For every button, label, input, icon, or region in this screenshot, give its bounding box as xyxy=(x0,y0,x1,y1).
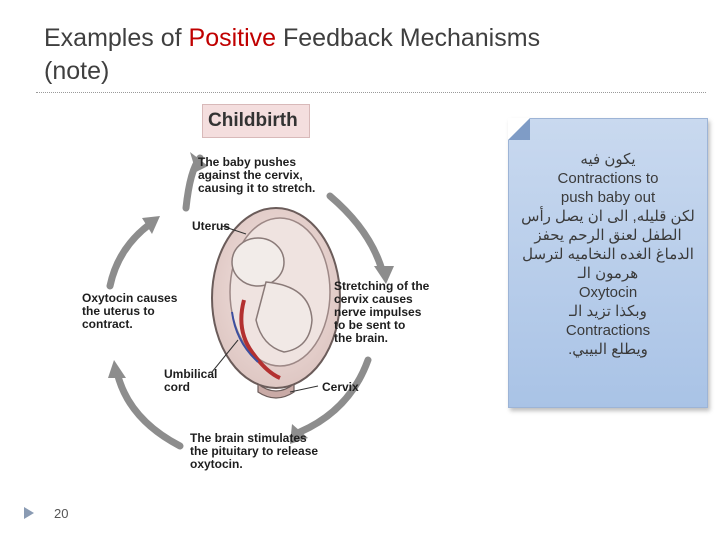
label-uterus: Uterus xyxy=(192,219,231,233)
note-line: هرمون الـ xyxy=(577,265,639,282)
note-line: الدماغ الغده النخاميه لترسل xyxy=(522,246,694,263)
arrow-right xyxy=(326,192,386,274)
sticky-note xyxy=(508,118,708,408)
page-number: 20 xyxy=(54,506,69,521)
title-part2: Feedback Mechanisms xyxy=(276,24,541,52)
slide-title: Examples of Positive Feedback Mechanisms… xyxy=(44,22,664,88)
label-baby-pushes: The baby pushes against the cervix, caus… xyxy=(198,155,316,195)
childbirth-heading-box xyxy=(202,104,310,138)
cord-vessel xyxy=(231,311,259,363)
childbirth-heading: Childbirth xyxy=(208,110,298,131)
sticky-note-fold xyxy=(508,118,530,140)
arrowhead-right xyxy=(374,266,394,284)
arrowhead-top xyxy=(190,152,208,172)
note-line: push baby out xyxy=(560,189,656,206)
arrowhead-left xyxy=(108,360,126,378)
pointer-umbilical xyxy=(211,339,239,373)
label-oxytocin: Oxytocin causes the uterus to contract. xyxy=(82,291,178,331)
footer-arrow-icon xyxy=(24,507,34,519)
note-line: Contractions xyxy=(565,322,651,339)
title-part1: Examples of xyxy=(44,24,189,52)
pointer-uterus xyxy=(221,225,247,235)
arrowhead-bottom xyxy=(290,424,308,444)
arrowhead-left-lower xyxy=(142,216,160,234)
note-line: الطفل لعنق الرحم يحفز xyxy=(534,227,682,244)
title-note: (note) xyxy=(44,57,110,85)
sticky-note-text: يكون فيه Contractions to push baby out ل… xyxy=(512,150,704,359)
note-line: يكون فيه xyxy=(580,151,636,168)
pointer-cervix xyxy=(289,385,319,393)
note-line: Contractions to xyxy=(557,170,659,187)
title-divider xyxy=(36,92,706,93)
note-line: لكن قليله, الى ان يصل رأس xyxy=(521,208,695,225)
arrow-bottom xyxy=(296,356,372,436)
baby-head xyxy=(231,237,285,287)
title-highlight: Positive xyxy=(188,24,277,52)
note-line: وبكذا تزيد الـ xyxy=(569,303,647,320)
note-line: ويطلع البيبي. xyxy=(568,341,648,358)
label-cervix: Cervix xyxy=(322,380,359,394)
label-brain: The brain stimulates the pituitary to re… xyxy=(190,431,319,471)
label-umbilical: Umbilical cord xyxy=(164,367,218,394)
arrow-left xyxy=(114,372,184,450)
umbilical-cord xyxy=(239,299,281,380)
cervix-shape xyxy=(257,382,295,399)
womb-illustration xyxy=(211,207,341,399)
label-stretching: Stretching of the cervix causes nerve im… xyxy=(334,279,430,345)
arrow-left-lower xyxy=(106,220,154,290)
note-line: Oxytocin xyxy=(578,284,638,301)
baby-body xyxy=(255,281,313,353)
